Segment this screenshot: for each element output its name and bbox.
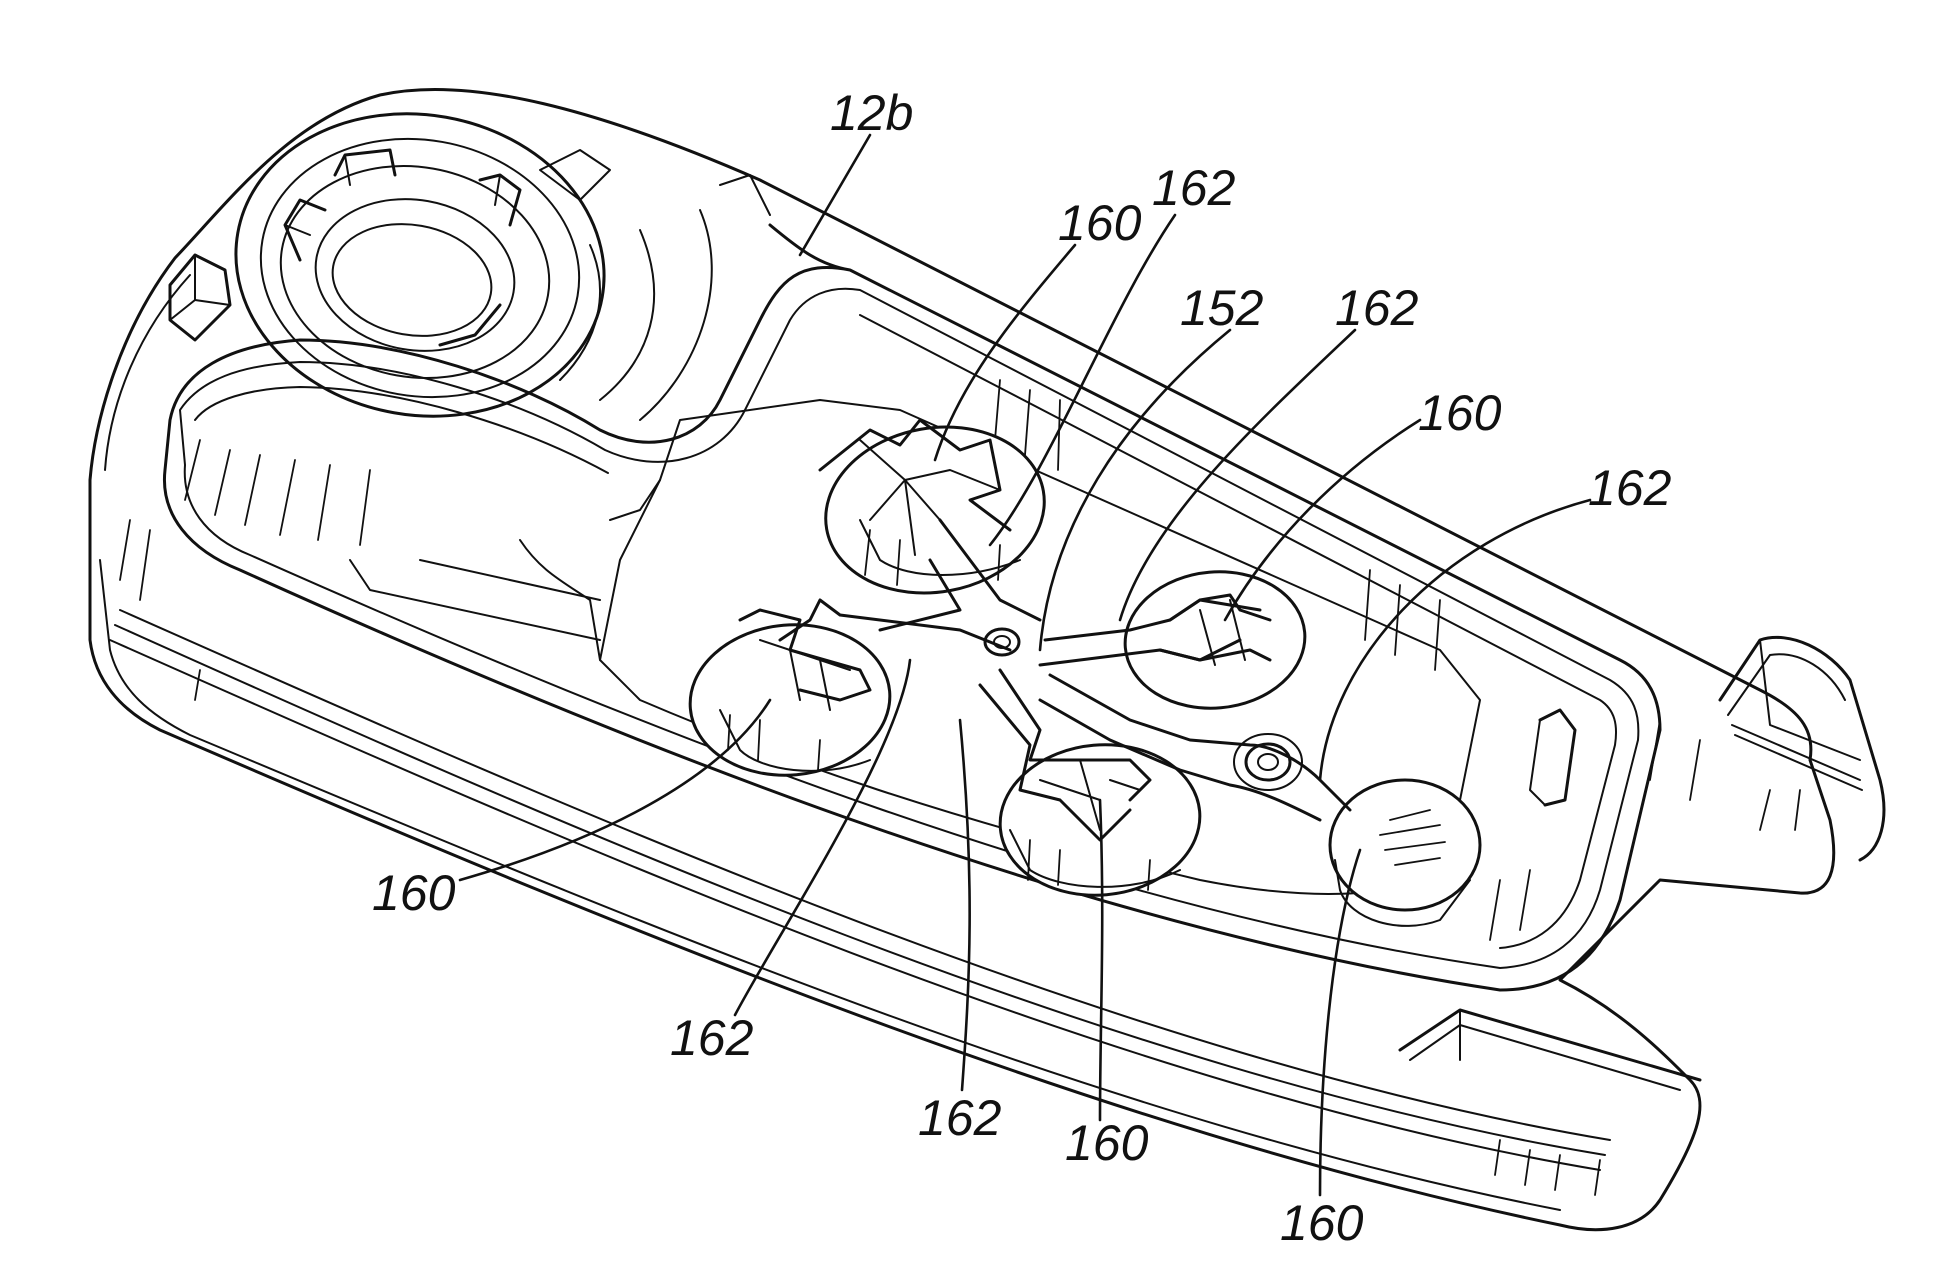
leader-160-bottom: [1100, 800, 1102, 1120]
label-162-lower-left: 162: [670, 1010, 754, 1066]
leader-162-right: [1320, 500, 1590, 780]
label-160-bottom-right: 160: [1280, 1195, 1364, 1251]
leader-12b: [800, 135, 870, 255]
label-160-bottom: 160: [1065, 1115, 1149, 1171]
label-162-top: 162: [1152, 160, 1236, 216]
housing-body: [90, 89, 1884, 1229]
well-top: [812, 410, 1057, 610]
left-block: [170, 255, 230, 340]
leader-160-bottom-right: [1320, 850, 1360, 1195]
label-162-right: 162: [1588, 460, 1672, 516]
well-bottom-right: [1330, 780, 1480, 910]
label-160-left: 160: [372, 865, 456, 921]
label-160-top: 160: [1058, 195, 1142, 251]
label-160-upper-right: 160: [1418, 385, 1502, 441]
label-162-bottom: 162: [918, 1090, 1002, 1146]
label-162-upper-right: 162: [1335, 280, 1419, 336]
well-upper-right: [1119, 564, 1310, 715]
label-152: 152: [1180, 280, 1264, 336]
label-12b: 12b: [830, 85, 913, 141]
leader-162-bottom: [960, 720, 970, 1090]
reference-labels: 12b 160 162 152 162 160 162 160 162 162 …: [372, 85, 1672, 1251]
